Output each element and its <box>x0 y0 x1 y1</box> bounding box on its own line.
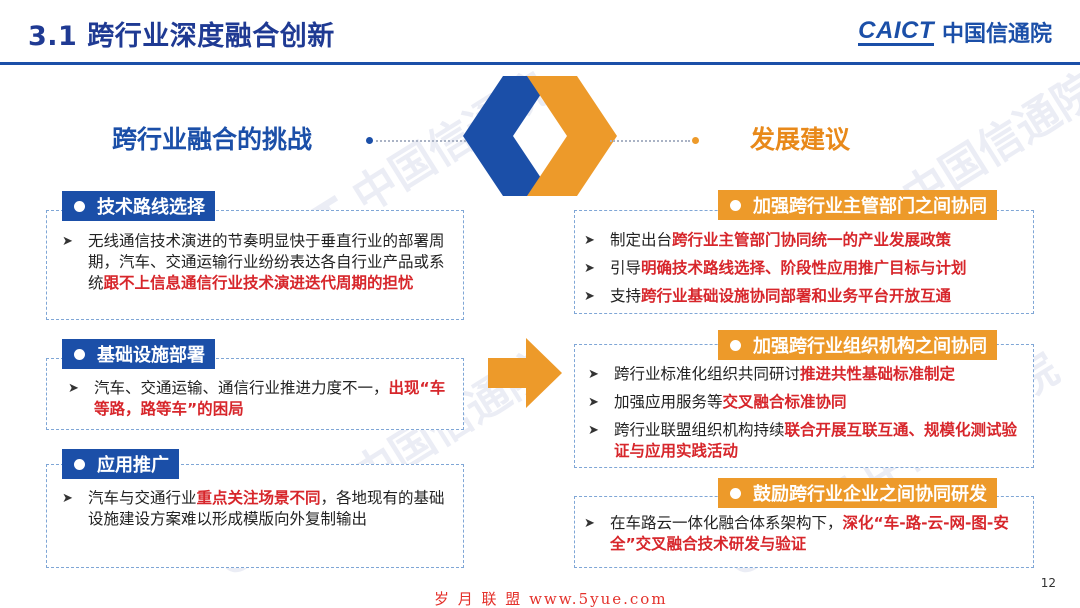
challenge-box-tech-route <box>46 210 464 320</box>
bullet-dot <box>74 458 85 470</box>
item-text: 汽车、交通运输、通信行业推进力度不一，出现“车等路，路等车”的困局 <box>94 379 446 418</box>
suggestion-tag-government: 加强跨行业主管部门之间协同 <box>718 190 997 220</box>
arrow-bullet-icon: ➤ <box>68 381 79 396</box>
suggestion-box-organizations <box>574 344 1034 468</box>
arrow-bullet-icon: ➤ <box>584 289 595 304</box>
tag-label: 加强跨行业组织机构之间协同 <box>753 336 987 357</box>
bullet-dot <box>730 339 741 351</box>
diamond-emblem-icon <box>463 76 617 196</box>
item-text: 在车路云一体化融合体系架构下，深化“车-路-云-网-图-安全”交叉融合技术研发与… <box>610 514 1009 553</box>
footer-watermark: 岁 月 联 盟 www.5yue.com <box>434 590 668 608</box>
item-text: 跨行业标准化组织共同研讨推进共性基础标准制定 <box>614 365 956 383</box>
tag-label: 基础设施部署 <box>97 345 205 366</box>
arrow-bullet-icon: ➤ <box>588 395 599 410</box>
tag-label: 应用推广 <box>97 455 169 476</box>
challenges-heading: 跨行业融合的挑战 <box>112 125 313 154</box>
list-item: ➤ 加强应用服务等交叉融合标准协同 <box>588 392 1024 413</box>
dotted-connector <box>610 140 690 142</box>
dot-marker <box>366 137 373 144</box>
suggestions-heading: 发展建议 <box>750 125 851 154</box>
challenge-tag-tech-route: 技术路线选择 <box>62 191 215 221</box>
dotted-connector <box>376 140 466 142</box>
caict-logo: CAICT 中国信通院 <box>858 16 1052 48</box>
list-item: ➤ 跨行业标准化组织共同研讨推进共性基础标准制定 <box>588 364 1024 385</box>
item-text: 制定出台跨行业主管部门协同统一的产业发展政策 <box>610 231 952 249</box>
bullet-dot <box>74 200 85 212</box>
item-text: 支持跨行业基础设施协同部署和业务平台开放互通 <box>610 287 952 305</box>
arrow-bullet-icon: ➤ <box>588 423 599 438</box>
list-item: ➤ 汽车与交通行业重点关注场景不同，各地现有的基础设施建设方案难以形成模版向外复… <box>62 488 452 530</box>
arrow-bullet-icon: ➤ <box>62 234 73 249</box>
arrow-bullet-icon: ➤ <box>588 367 599 382</box>
arrow-bullet-icon: ➤ <box>584 516 595 531</box>
right-arrow-icon <box>488 338 562 408</box>
page-title: 3.1 跨行业深度融合创新 <box>28 21 335 52</box>
tag-label: 鼓励跨行业企业之间协同研发 <box>753 484 987 505</box>
challenge-box-infrastructure <box>46 358 464 430</box>
list-item: ➤ 在车路云一体化融合体系架构下，深化“车-路-云-网-图-安全”交叉融合技术研… <box>584 513 1024 555</box>
bullet-dot <box>730 487 741 499</box>
list-item: ➤ 支持跨行业基础设施协同部署和业务平台开放互通 <box>584 286 1024 307</box>
suggestion-box-government <box>574 210 1034 314</box>
bullet-dot <box>74 348 85 360</box>
suggestion-box-enterprises <box>574 496 1034 568</box>
item-text: 无线通信技术演进的节奏明显快于垂直行业的部署周期，汽车、交通运输行业纷纷表达各自… <box>88 232 445 292</box>
arrow-bullet-icon: ➤ <box>62 491 73 506</box>
list-item: ➤ 制定出台跨行业主管部门协同统一的产业发展政策 <box>584 230 1024 251</box>
item-text: 引导明确技术路线选择、阶段性应用推广目标与计划 <box>610 259 967 277</box>
list-item: ➤ 汽车、交通运输、通信行业推进力度不一，出现“车等路，路等车”的困局 <box>68 378 448 420</box>
item-text: 加强应用服务等交叉融合标准协同 <box>614 393 847 411</box>
suggestion-tag-organizations: 加强跨行业组织机构之间协同 <box>718 330 997 360</box>
tag-label: 加强跨行业主管部门之间协同 <box>753 196 987 217</box>
header-divider <box>0 62 1080 65</box>
list-item: ➤ 引导明确技术路线选择、阶段性应用推广目标与计划 <box>584 258 1024 279</box>
item-text: 跨行业联盟组织机构持续联合开展互联互通、规模化测试验证与应用实践活动 <box>614 421 1018 460</box>
suggestion-tag-enterprises: 鼓励跨行业企业之间协同研发 <box>718 478 997 508</box>
challenge-tag-infrastructure: 基础设施部署 <box>62 339 215 369</box>
logo-en-text: CAICT <box>858 16 934 46</box>
challenge-tag-application: 应用推广 <box>62 449 179 479</box>
logo-cn-text: 中国信通院 <box>941 22 1052 47</box>
item-text: 汽车与交通行业重点关注场景不同，各地现有的基础设施建设方案难以形成模版向外复制输… <box>88 489 445 528</box>
arrow-bullet-icon: ➤ <box>584 233 595 248</box>
challenge-box-application <box>46 464 464 568</box>
list-item: ➤ 无线通信技术演进的节奏明显快于垂直行业的部署周期，汽车、交通运输行业纷纷表达… <box>62 231 452 294</box>
bullet-dot <box>730 199 741 211</box>
arrow-bullet-icon: ➤ <box>584 261 595 276</box>
page-number: 12 <box>1040 576 1056 590</box>
list-item: ➤ 跨行业联盟组织机构持续联合开展互联互通、规模化测试验证与应用实践活动 <box>588 420 1024 462</box>
dot-marker <box>692 137 699 144</box>
tag-label: 技术路线选择 <box>97 197 205 218</box>
